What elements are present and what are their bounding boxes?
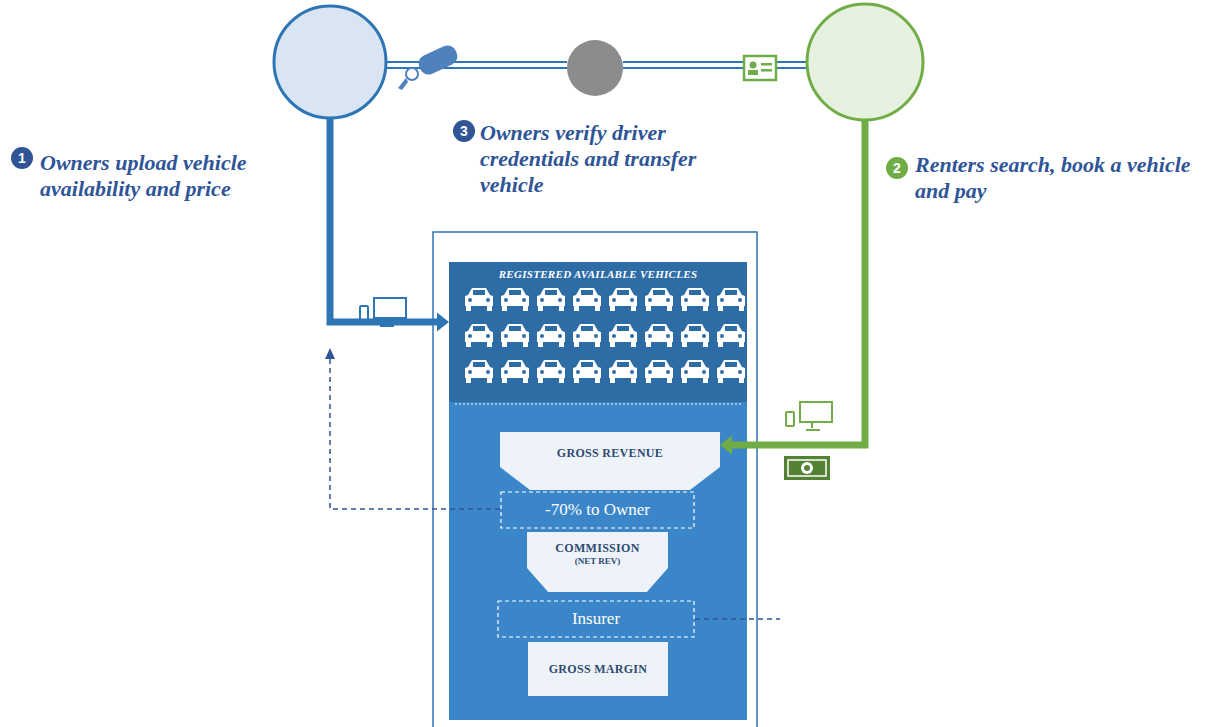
node-text: Owners verify driver credentials and tra… xyxy=(480,120,710,198)
device-icon xyxy=(360,298,406,326)
node-text: Owners upload vehicle availability and p… xyxy=(40,150,312,202)
text-block: REGISTERED AVAILABLE VEHICLES xyxy=(449,262,747,280)
id-card-icon xyxy=(744,56,776,80)
arrowhead xyxy=(437,312,449,331)
platform-band xyxy=(449,262,747,720)
node-text: COMMISSION xyxy=(555,541,639,556)
node-text: Renters search, book a vehicle and pay xyxy=(915,152,1210,204)
text-block: Renters search, book a vehicle and pay xyxy=(915,152,1210,204)
node-text: GROSS REVENUE xyxy=(557,446,663,461)
text-block: GROSS MARGIN xyxy=(528,642,668,696)
device-icon xyxy=(786,402,832,430)
callout-number: 1 xyxy=(11,147,33,169)
connector xyxy=(623,62,807,68)
owner-circle: Owners upload vehicle availability and p… xyxy=(272,4,388,120)
insurer-box: Insurer xyxy=(497,600,695,638)
node-text: GROSS MARGIN xyxy=(549,662,648,677)
key-fob-icon xyxy=(398,42,460,90)
node-outline xyxy=(565,38,625,98)
node-text: REGISTERED AVAILABLE VEHICLES xyxy=(499,268,698,280)
text-block: GROSS REVENUE xyxy=(500,432,720,468)
renter-circle: Renters search, book a vehicle and pay xyxy=(805,2,925,122)
payout-arrowhead xyxy=(325,348,335,359)
text-block: Owners verify driver credentials and tra… xyxy=(480,120,710,198)
node-text: Insurer xyxy=(572,609,620,629)
node-outline xyxy=(449,262,747,402)
text-block: Owners upload vehicle availability and p… xyxy=(40,150,312,202)
connector xyxy=(330,119,449,332)
arrowhead xyxy=(720,435,732,454)
text-block: -70% to Owner xyxy=(500,491,695,529)
money-icon xyxy=(784,456,830,480)
revenue-funnel: GROSS REVENUE xyxy=(500,432,720,490)
node-outline xyxy=(272,4,388,120)
owner-share-box: -70% to Owner xyxy=(500,491,695,529)
node-text: -70% to Owner xyxy=(545,500,650,520)
commission-funnel: COMMISSION(NET REV) xyxy=(527,532,668,592)
node-outline xyxy=(500,432,720,490)
platform-outline xyxy=(433,232,757,727)
callout-number: 3 xyxy=(453,120,475,142)
divider xyxy=(455,404,741,405)
node-text: (NET REV) xyxy=(575,556,621,566)
insurer-leader xyxy=(695,618,780,620)
node-outline xyxy=(805,2,925,122)
text-block: Insurer xyxy=(497,600,695,638)
text-block: COMMISSION(NET REV) xyxy=(527,532,668,569)
vehicle-pool-band: REGISTERED AVAILABLE VEHICLES xyxy=(449,262,747,402)
exchange-circle: Owners verify driver credentials and tra… xyxy=(565,38,625,98)
callout-number: 2 xyxy=(886,157,908,179)
margin-box: GROSS MARGIN xyxy=(528,642,668,696)
